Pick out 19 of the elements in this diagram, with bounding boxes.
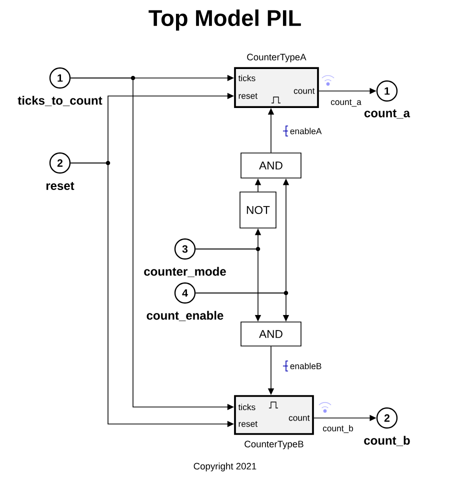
edge-label: count_b [322, 424, 354, 434]
edge-label: enableB [289, 362, 322, 370]
logic-block: AND [240, 322, 302, 346]
edge-label: enableA [289, 127, 322, 135]
node-label: ticks_to_count [18, 96, 102, 106]
node-label: reset [46, 182, 74, 190]
copyright-note: Copyright 2021 [194, 462, 256, 472]
subsystem-block: CounterTypeA ticks count reset [234, 54, 319, 108]
node-label: CounterTypeA [247, 54, 306, 62]
logic-block: NOT [240, 192, 276, 228]
node-label: count_a [364, 109, 410, 119]
node-label: counter_mode [144, 266, 226, 278]
node-label: count_b [364, 436, 410, 446]
subsystem-block: ticks count reset CounterTypeB [234, 395, 314, 450]
logic-block: AND [240, 152, 302, 178]
title: Top Model PIL [148, 9, 301, 31]
edge-label: count_a [330, 98, 362, 108]
node-label: count_enable [146, 310, 224, 322]
node-label: CounterTypeB [244, 440, 304, 450]
